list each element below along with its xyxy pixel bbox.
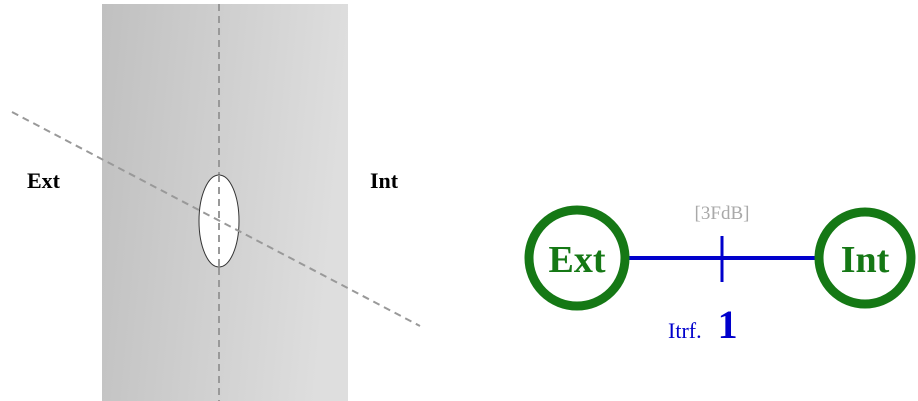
wall-section: Ext Int (11, 4, 421, 401)
interface-number: 1 (718, 302, 738, 347)
node-interior-label: Int (841, 239, 890, 281)
interface-caption: Itrf. 1 (668, 302, 738, 347)
diagonal-dashed-line (11, 111, 421, 327)
node-exterior-ring (524, 205, 630, 311)
link-schematic: [3FdB] Ext Int Itrf. 1 (524, 203, 916, 347)
exterior-label: Ext (27, 168, 61, 193)
interface-word: Itrf. (668, 318, 702, 343)
link-tag: [3FdB] (695, 203, 750, 224)
node-interior-ring (814, 207, 916, 309)
interior-label: Int (370, 168, 399, 193)
node-exterior-label: Ext (549, 239, 606, 281)
